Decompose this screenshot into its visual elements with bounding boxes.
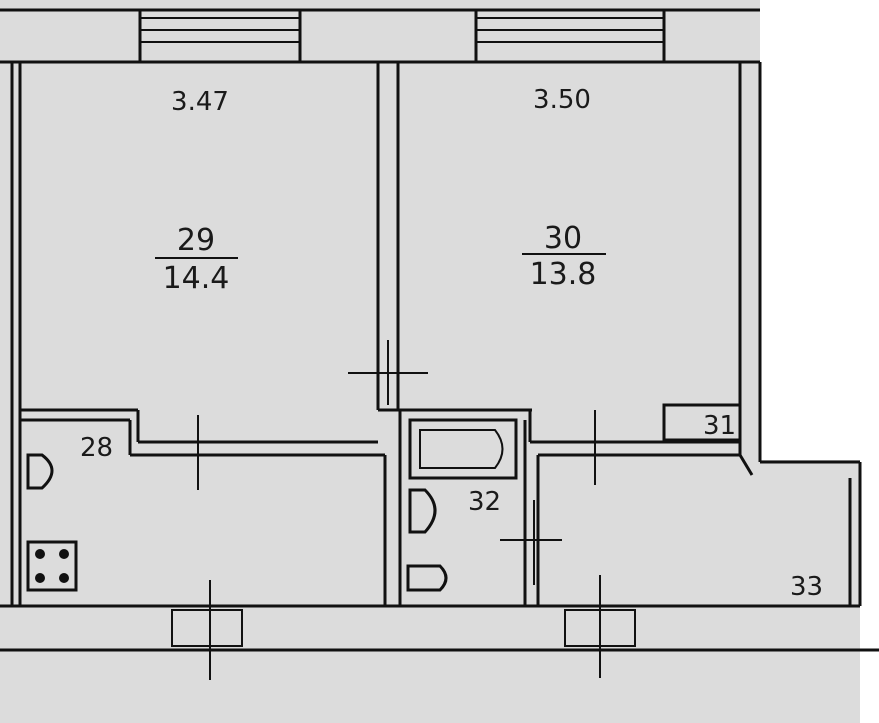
room-29-width: 3.47: [171, 87, 229, 117]
top-exterior-wall: [0, 8, 760, 64]
kitchen-sink-icon: [26, 453, 54, 490]
toilet-icon: [406, 564, 448, 592]
room-32-number: 32: [468, 487, 501, 517]
floor-area: [0, 0, 860, 723]
room-30-area: 13.8: [530, 257, 597, 292]
room-29-number: 29: [177, 223, 215, 258]
room-31-number: 31: [703, 411, 736, 441]
room-29-area: 14.4: [163, 261, 230, 296]
room-30-width: 3.50: [533, 85, 591, 115]
sink-icon: [408, 488, 437, 534]
room-33-number: 33: [790, 572, 823, 602]
door-marks: [197, 340, 596, 585]
bathtub-icon: [408, 418, 518, 480]
interior-walls: [10, 62, 862, 606]
white-margin: [760, 0, 879, 460]
room-28-number: 28: [80, 433, 113, 463]
room-30-number: 30: [544, 221, 582, 256]
bottom-exterior-wall: [0, 575, 879, 680]
stove-icon: [26, 540, 78, 592]
